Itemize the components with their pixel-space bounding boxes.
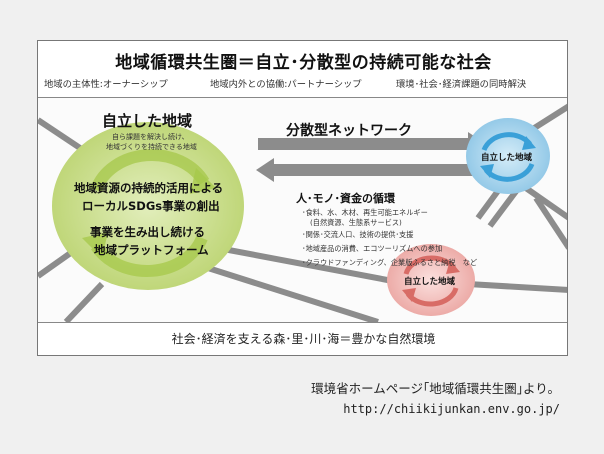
diagram-graphics [38, 103, 567, 322]
region-right-label: 自立した地域 [481, 153, 533, 163]
green-cycle-arrows-icon [90, 149, 210, 277]
region-right-circle [466, 118, 550, 194]
big-region-desc-1: 自ら課題を解決し続け、 [112, 133, 189, 141]
network-label: 分散型ネットワーク [286, 123, 412, 139]
big-region-body-2: ローカルSDGs事業の創出 [82, 199, 220, 213]
connector-blue-lower [533, 196, 567, 250]
big-region-body-3: 事業を生み出し続ける [90, 225, 205, 239]
connector-green-to-red-lower [207, 265, 379, 322]
network-arrow-left-icon [256, 158, 474, 182]
cycle-item-1: ･食料、水、木材、再生可能エネルギー [302, 208, 428, 217]
network-arrows [256, 132, 486, 182]
cycle-item-5: ･クラウドファンディング、企業版ふるさと納税 など [302, 258, 478, 267]
figure-subtitle: 地域の主体性:オーナーシップ 地域内外との協働:パートナーシップ 環境･社会･経… [44, 76, 564, 92]
connector-left-lower [63, 281, 105, 322]
network-connectors [38, 103, 567, 322]
figure-title: 地域循環共生圏＝自立･分散型の持続可能な社会 [115, 53, 492, 73]
big-region-body-1: 地域資源の持続的活用による [74, 181, 224, 195]
big-region-heading: 自立した地域 [102, 112, 193, 130]
figure-footer: 社会･経済を支える森･里･川･海＝豊かな自然環境 [171, 332, 436, 346]
cycle-item-3: ･関係･交流人口、技術の提供･支援 [302, 230, 414, 239]
subtitle-ownership: 地域の主体性:オーナーシップ [44, 79, 168, 90]
cycle-heading: 人･モノ･資金の循環 [296, 192, 395, 205]
cycle-item-4: ･地域産品の消費、エコツーリズムへの参加 [302, 244, 443, 253]
cycle-item-2: (自然資源、生態系サービス) [310, 218, 402, 227]
big-region-body-4: 地域プラットフォーム [94, 243, 209, 257]
connector-left-bottom [38, 249, 74, 279]
source-caption: 環境省ホームページ｢地域循環共生圏｣より。 [311, 381, 560, 396]
connector-red-right [467, 281, 567, 293]
source-url: http://chiikijunkan.env.go.jp/ [343, 402, 560, 416]
diagram-area: 自立した地域 自ら課題を解決し続け、 地域づくりを持続できる地域 地域資源の持続… [38, 97, 567, 323]
subtitle-partnership: 地域内外との協働:パートナーシップ [210, 79, 362, 90]
connector-blue-right [521, 183, 567, 221]
subtitle-simultaneous-solution: 環境･社会･経済課題の同時解決 [396, 79, 527, 90]
network-arrow-right-icon [258, 132, 486, 156]
connector-green-to-red [217, 245, 399, 285]
region-bottom-label: 自立した地域 [404, 277, 456, 287]
figure-frame: 地域循環共生圏＝自立･分散型の持続可能な社会 地域の主体性:オーナーシップ 地域… [37, 40, 568, 356]
big-region-desc-2: 地域づくりを持続できる地域 [106, 143, 197, 151]
